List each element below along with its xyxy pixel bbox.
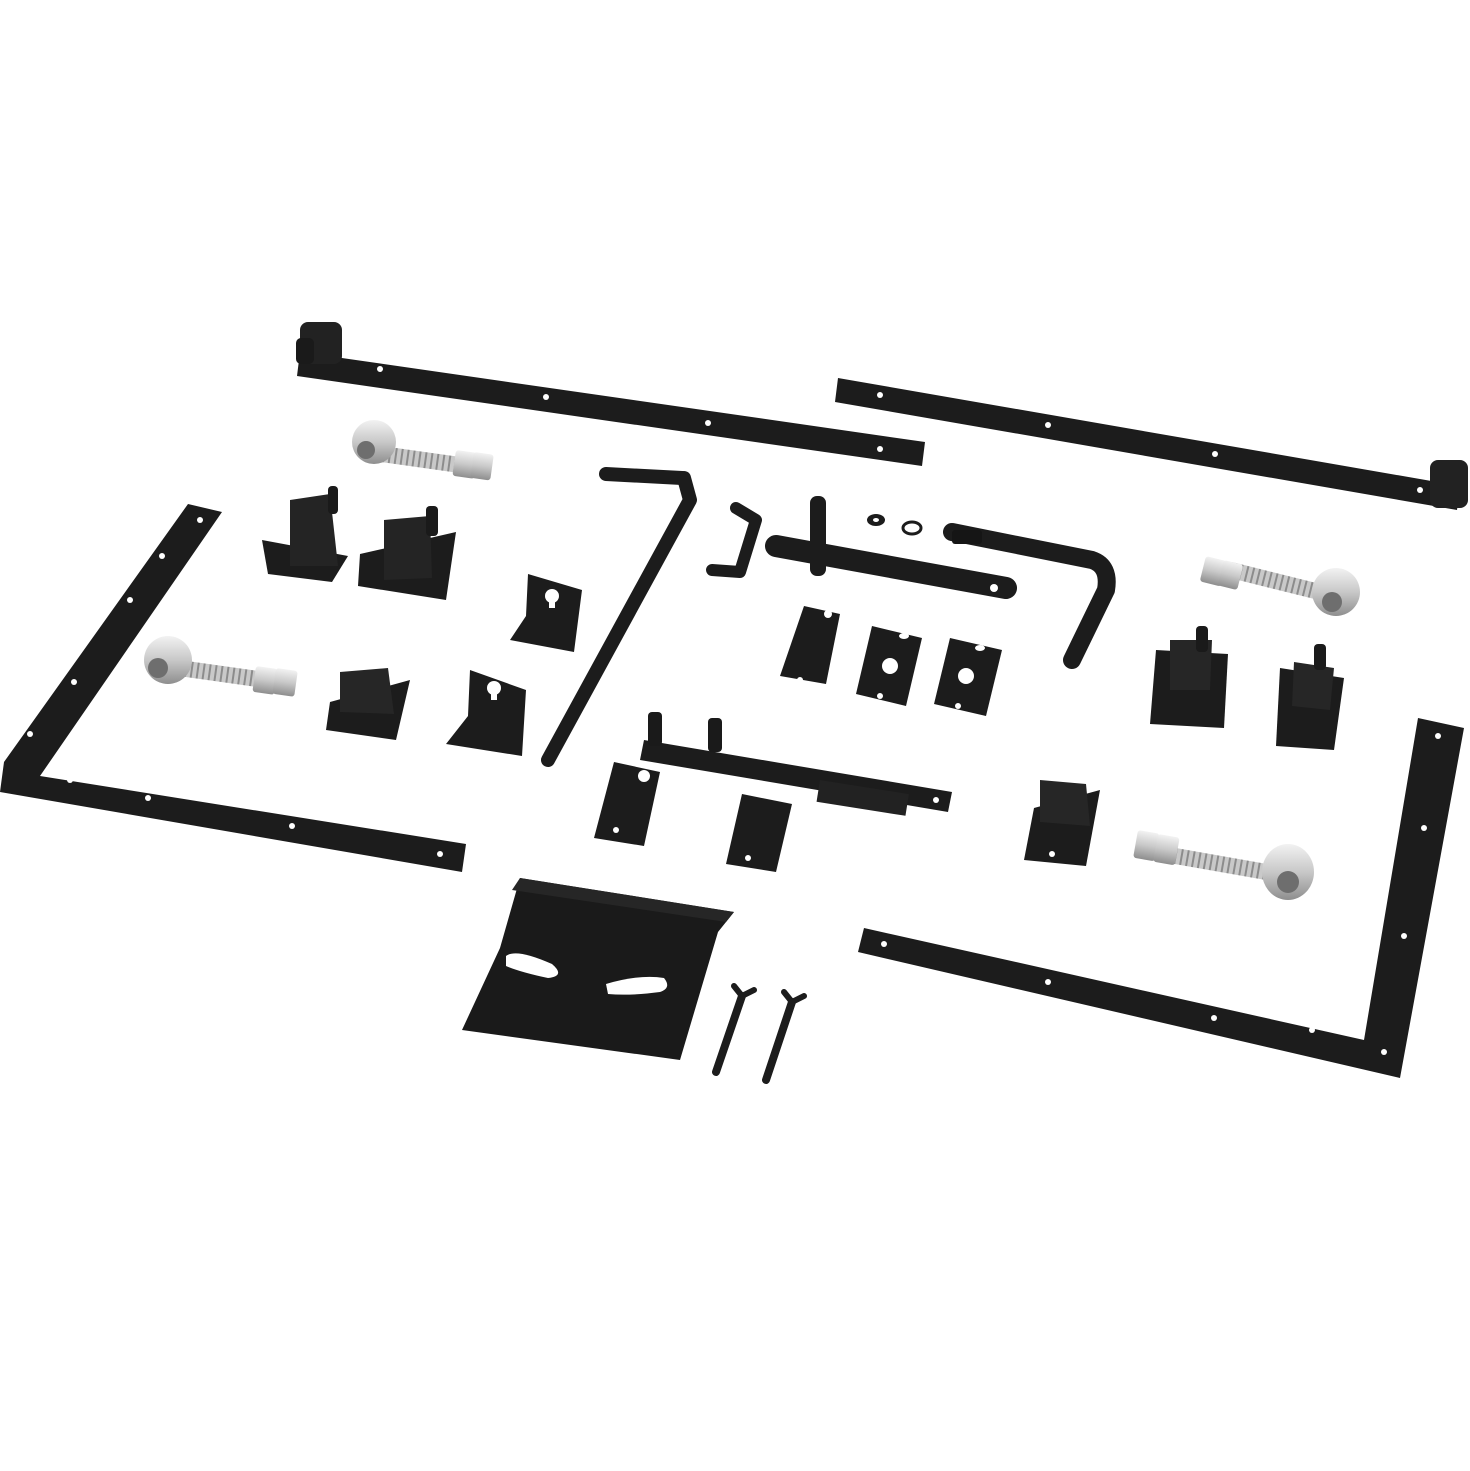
j-hook bbox=[943, 523, 1116, 669]
corner-bracket-left bbox=[0, 504, 466, 872]
strike-plate-2 bbox=[856, 626, 922, 706]
gate-rod-long bbox=[541, 467, 697, 767]
cotter-pin-2 bbox=[762, 989, 807, 1084]
drop-bolt bbox=[765, 496, 1017, 599]
strike-plate-3 bbox=[934, 638, 1002, 716]
keyhole-bracket-2 bbox=[446, 670, 526, 756]
hinge-pin-block-2 bbox=[358, 506, 456, 600]
hinge-block-small-right bbox=[1024, 780, 1100, 866]
keeper-plate bbox=[462, 878, 734, 1060]
strike-plate-1 bbox=[780, 606, 840, 684]
cotter-pin-1 bbox=[712, 983, 757, 1076]
strike-plate-5 bbox=[726, 794, 792, 872]
keyhole-bracket-1 bbox=[510, 574, 582, 652]
hinge-block-small-left bbox=[326, 668, 410, 745]
washer-black bbox=[867, 514, 885, 526]
eye-bolt-1 bbox=[352, 420, 494, 481]
eye-bolt-4 bbox=[1133, 830, 1314, 900]
strap-hinge-top-right bbox=[835, 378, 1468, 510]
eye-bolt-3 bbox=[1200, 556, 1360, 616]
strap-hinge-top-left bbox=[296, 322, 925, 466]
flat-bar-latch bbox=[640, 712, 952, 816]
hinge-pin-block-1 bbox=[262, 486, 348, 582]
washer-ring bbox=[901, 520, 923, 536]
hinge-pin-block-3 bbox=[1150, 626, 1228, 728]
corner-bracket-right bbox=[858, 718, 1464, 1078]
strike-plate-4 bbox=[594, 762, 660, 846]
small-hook bbox=[706, 502, 762, 578]
hinge-pin-block-4 bbox=[1276, 644, 1344, 750]
eye-bolt-2 bbox=[144, 636, 298, 697]
